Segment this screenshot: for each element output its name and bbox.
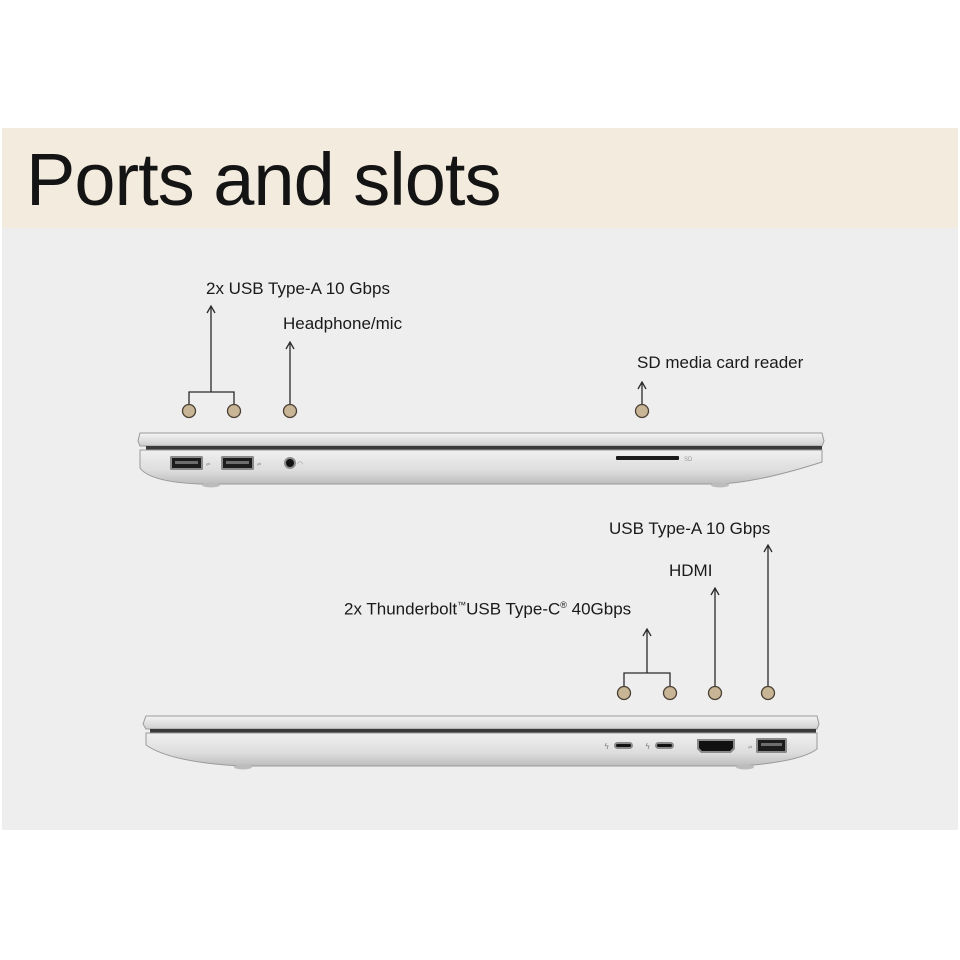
hinge-gap bbox=[146, 446, 822, 450]
marker-thunderbolt-1 bbox=[616, 685, 632, 701]
marker-hdmi bbox=[707, 685, 723, 701]
speed-text: 40Gbps bbox=[566, 599, 632, 619]
thunderbolt-icon: ϟ bbox=[604, 742, 609, 751]
label-headphone: Headphone/mic bbox=[283, 314, 403, 333]
label-sd-reader: SD media card reader bbox=[637, 353, 804, 372]
page-title: Ports and slots bbox=[26, 138, 501, 221]
laptop-right-side: ϟ ϟ ⇄ bbox=[142, 715, 820, 770]
label-hdmi: HDMI bbox=[669, 561, 713, 580]
laptop-left-side: ⇄ ⇄ ◠ SD bbox=[137, 432, 825, 488]
registered-mark: ® bbox=[560, 600, 567, 610]
hinge-gap bbox=[150, 729, 816, 733]
foot bbox=[736, 764, 754, 770]
label-thunderbolt: 2x Thunderbolt™USB Type-C® 40Gbps bbox=[344, 595, 631, 620]
label-usb-a-right: USB Type-A 10 Gbps bbox=[609, 519, 771, 538]
thunderbolt-text: 2x Thunderbolt bbox=[344, 599, 458, 619]
marker-usb-a-1 bbox=[181, 403, 197, 419]
foot bbox=[234, 764, 252, 770]
usb-a-port bbox=[756, 738, 787, 753]
usb-a-port bbox=[221, 456, 254, 470]
usb-icon: ⇄ bbox=[748, 745, 752, 751]
headphone-icon: ◠ bbox=[297, 460, 303, 468]
marker-usb-a-right bbox=[760, 685, 776, 701]
callout-lines-left bbox=[188, 304, 647, 405]
callout-lines-right bbox=[623, 543, 773, 687]
title-band bbox=[2, 128, 958, 228]
laptop-lid bbox=[137, 432, 825, 447]
label-usb-a-left: 2x USB Type-A 10 Gbps bbox=[206, 279, 390, 298]
trademark-mark: ™ bbox=[457, 600, 467, 610]
marker-thunderbolt-2 bbox=[662, 685, 678, 701]
usb-type-c-text: USB Type-C bbox=[466, 599, 561, 619]
sd-marking: SD bbox=[684, 457, 693, 463]
callout-markers-right bbox=[616, 685, 776, 701]
marker-headphone bbox=[282, 403, 298, 419]
thunderbolt-icon: ϟ bbox=[645, 742, 650, 751]
foot bbox=[202, 482, 220, 488]
usb-icon: ⇄ bbox=[257, 462, 261, 468]
marker-sd bbox=[634, 403, 650, 419]
marker-usb-a-2 bbox=[226, 403, 242, 419]
laptop-lid bbox=[142, 715, 820, 730]
sd-card-slot bbox=[616, 456, 679, 460]
usb-a-port bbox=[170, 456, 203, 470]
usb-icon: ⇄ bbox=[206, 462, 210, 468]
laptop-base bbox=[145, 732, 818, 767]
callout-markers-left bbox=[181, 403, 650, 419]
foot bbox=[711, 482, 729, 488]
